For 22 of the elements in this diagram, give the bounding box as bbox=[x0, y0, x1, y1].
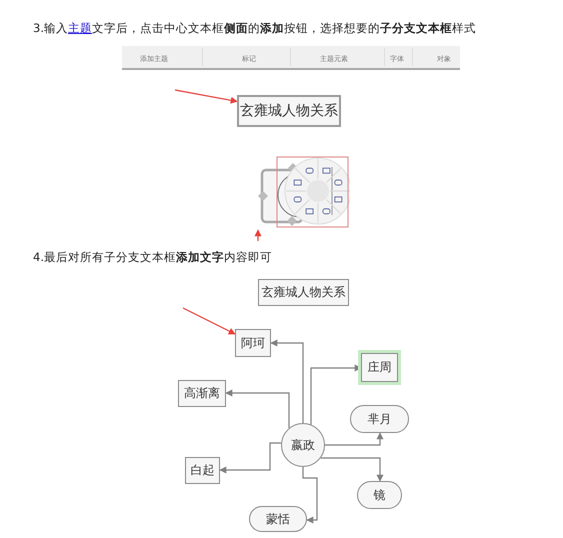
arrow bbox=[325, 432, 384, 446]
rounded-text-box: 芈月 bbox=[350, 405, 409, 433]
rounded-text-box: 镜 bbox=[357, 481, 402, 509]
pointer-arrow bbox=[254, 229, 262, 241]
arrow bbox=[320, 457, 384, 482]
instruction-text: 3.输入主题文字后，点击中心文本框侧面的添加按钮，选择想要的子分支文本框样式 bbox=[33, 21, 476, 36]
link: 主题 bbox=[68, 21, 92, 35]
arrow bbox=[302, 467, 318, 524]
text-box: 阿珂 bbox=[235, 329, 271, 357]
arrow bbox=[225, 390, 290, 428]
arrow bbox=[270, 340, 304, 423]
center-circle: 嬴政 bbox=[281, 423, 325, 467]
text-box: 高渐离 bbox=[178, 380, 226, 407]
instruction-text: 4.最后对所有子分支文本框添加文字内容即可 bbox=[33, 250, 272, 265]
pointer-arrow bbox=[182, 307, 236, 335]
text-box: 玄雍城人物关系 bbox=[237, 95, 341, 127]
arrow bbox=[219, 442, 282, 474]
text-box: 白起 bbox=[185, 457, 220, 484]
text-box: 玄雍城人物关系 bbox=[258, 279, 349, 306]
pointer-arrow bbox=[174, 89, 238, 104]
rounded-text-box: 蒙恬 bbox=[249, 506, 307, 532]
text-box: 庄周 bbox=[361, 353, 398, 382]
